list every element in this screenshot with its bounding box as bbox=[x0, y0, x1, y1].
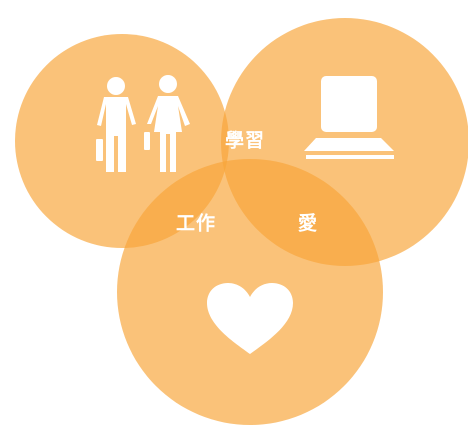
circle-group bbox=[15, 18, 468, 425]
man-woman-icon bbox=[96, 75, 190, 172]
circle-heart bbox=[117, 159, 383, 425]
overlap-label-love: 愛 bbox=[298, 213, 318, 235]
heart-icon bbox=[207, 283, 293, 354]
overlap-label-study: 學習 bbox=[225, 130, 265, 152]
computer-icon bbox=[304, 76, 394, 159]
overlap-label-work: 工作 bbox=[176, 212, 216, 235]
